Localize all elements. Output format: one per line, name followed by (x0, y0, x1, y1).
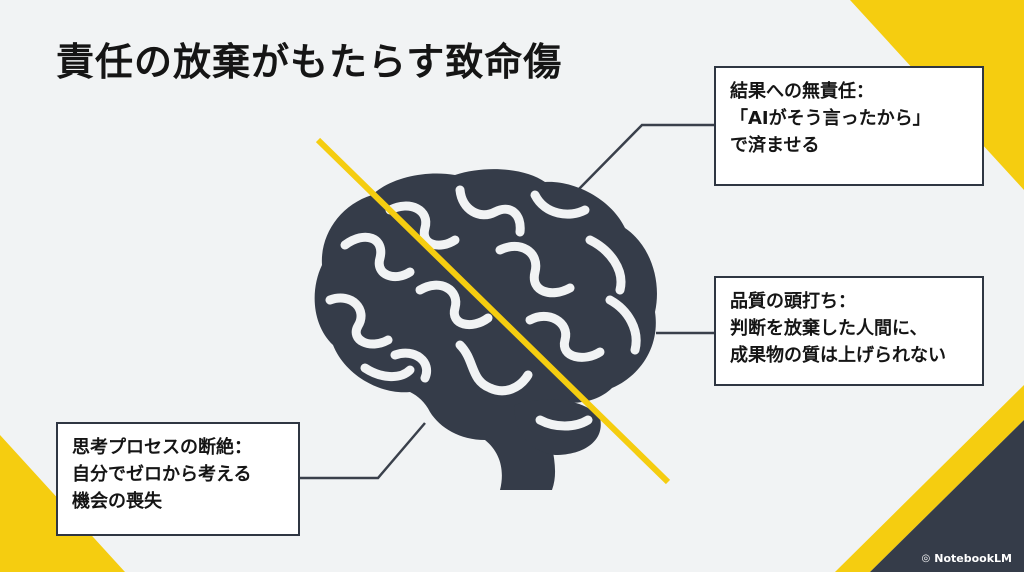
callout-accountability: 結果への無責任： 「AIがそう言ったから」 で済ませる (714, 66, 984, 186)
callout-quality-line-3: 成果物の質は上げられない (730, 345, 946, 366)
callout-quality: 品質の頭打ち： 判断を放棄した人間に、 成果物の質は上げられない (714, 276, 984, 386)
callout-quality-line-2: 判断を放棄した人間に、 (730, 318, 928, 339)
page-title: 責任の放棄がもたらす致命傷 (56, 40, 563, 84)
slash-line (315, 137, 671, 485)
bottom-right-yellow-band (835, 385, 1024, 572)
brain-icon (314, 169, 657, 490)
callout-accountability-line-3: で済ませる (730, 135, 820, 156)
bottom-right-dark-band (870, 420, 1024, 572)
callout-thinking-line-1: 思考プロセスの断絶： (72, 437, 252, 458)
callout-thinking: 思考プロセスの断絶： 自分でゼロから考える 機会の喪失 (56, 422, 300, 536)
connector-line-accountability (577, 123, 714, 191)
callout-thinking-line-2: 自分でゼロから考える (72, 464, 252, 485)
callout-accountability-line-2: 「AIがそう言ったから」 (730, 108, 931, 129)
callout-thinking-line-3: 機会の喪失 (72, 491, 162, 512)
callout-accountability-line-1: 結果への無責任： (730, 81, 874, 102)
callout-quality-line-1: 品質の頭打ち： (730, 291, 856, 312)
brand-label: NotebookLM (934, 552, 1012, 565)
connector-line-thinking (300, 422, 426, 480)
brand-watermark: ◎ NotebookLM (922, 552, 1012, 565)
notebooklm-logo-icon: ◎ (921, 553, 931, 564)
